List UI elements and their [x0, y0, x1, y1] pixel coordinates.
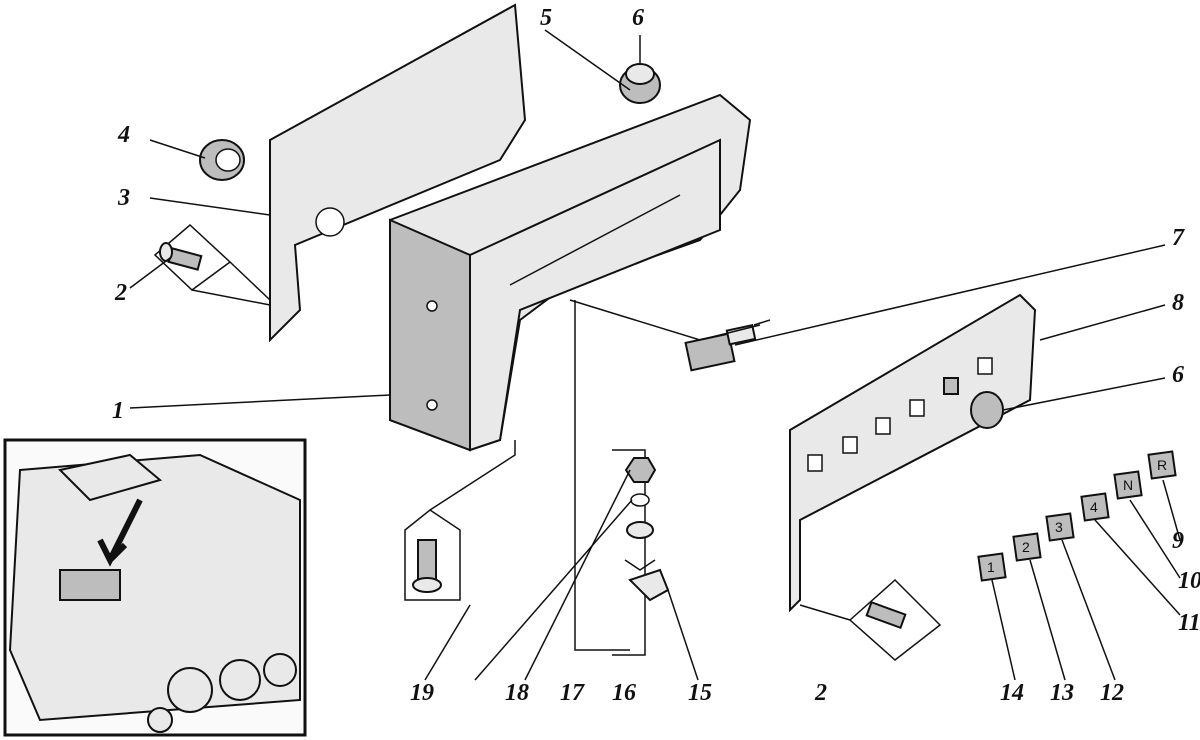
- knob: [970, 391, 1004, 429]
- callout-14: 14: [1000, 680, 1024, 706]
- flat-washer: [626, 521, 654, 539]
- lock-washer: [630, 493, 650, 507]
- key-label-1: 1: [987, 559, 995, 575]
- side-panel-left: [269, 3, 527, 343]
- callout-2b: 2: [814, 680, 827, 706]
- callout-4: 4: [117, 122, 130, 148]
- knob: [619, 63, 661, 104]
- callout-3: 3: [117, 185, 130, 211]
- callout-15: 15: [688, 680, 712, 706]
- callout-5: 5: [540, 5, 552, 31]
- callout-7: 7: [1172, 225, 1185, 251]
- indicator-windows: [807, 357, 993, 472]
- panel-hole: [315, 207, 345, 237]
- callout-6b: 6: [1172, 362, 1184, 388]
- callout-8: 8: [1172, 290, 1184, 316]
- key-switch-row: 1 2 3 4 N R: [977, 450, 1177, 582]
- grommet: [199, 139, 245, 181]
- callout-13: 13: [1050, 680, 1074, 706]
- key-label-3: 3: [1055, 519, 1063, 535]
- key-label-4: 4: [1090, 499, 1098, 515]
- housing-side: [389, 218, 471, 452]
- key-label-r: R: [1157, 457, 1167, 473]
- callout-1: 1: [112, 398, 124, 424]
- toggle-switch: [684, 324, 757, 372]
- callout-12: 12: [1100, 680, 1124, 706]
- callout-17: 17: [560, 680, 585, 706]
- housing-inner: [469, 138, 721, 452]
- callout-16: 16: [612, 680, 636, 706]
- vehicle-location-inset: [3, 438, 307, 737]
- callout-2: 2: [114, 280, 127, 306]
- screw: [159, 242, 203, 271]
- callout-10: 10: [1178, 568, 1200, 594]
- callout-6: 6: [632, 5, 644, 31]
- callout-11: 11: [1178, 610, 1200, 636]
- callout-19: 19: [410, 680, 434, 706]
- callout-9: 9: [1172, 528, 1184, 554]
- callout-18: 18: [505, 680, 529, 706]
- clamp: [628, 568, 670, 602]
- key-label-2: 2: [1022, 539, 1030, 555]
- hex-nut: [624, 457, 657, 483]
- side-panel-right: [789, 293, 1037, 613]
- key-label-n: N: [1123, 477, 1133, 493]
